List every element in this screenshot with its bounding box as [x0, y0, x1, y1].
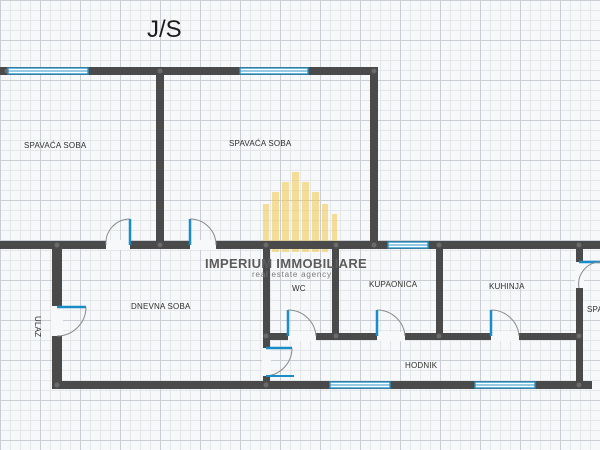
room-label-partial: SPA — [587, 305, 600, 314]
room-label-bedroom-right: SPAVAĆA SOBA — [229, 139, 292, 148]
door-bedroom-right — [188, 218, 217, 250]
room-label-wc: WC — [292, 284, 306, 293]
door-wc — [286, 309, 317, 341]
windows — [7, 67, 536, 389]
orientation-label: J/S — [147, 16, 182, 43]
door-entrance — [51, 305, 87, 337]
door-bathroom — [375, 309, 406, 341]
room-label-entrance: ULAZ — [33, 316, 42, 338]
watermark-logo — [263, 172, 337, 252]
door-right-room — [575, 260, 600, 289]
door-bedroom-left — [105, 218, 132, 250]
wall-joints — [4, 68, 582, 388]
door-kitchen — [489, 309, 520, 341]
room-label-bedroom-left: SPAVAĆA SOBA — [24, 141, 87, 150]
room-label-living-room: DNEVNA SOBA — [131, 302, 191, 311]
door-hallway-living — [262, 346, 294, 377]
room-label-kitchen: KUHINJA — [489, 282, 525, 291]
room-label-hallway: HODNIK — [405, 361, 438, 370]
doors — [51, 218, 600, 377]
room-label-bathroom: KUPAONICA — [369, 280, 418, 289]
